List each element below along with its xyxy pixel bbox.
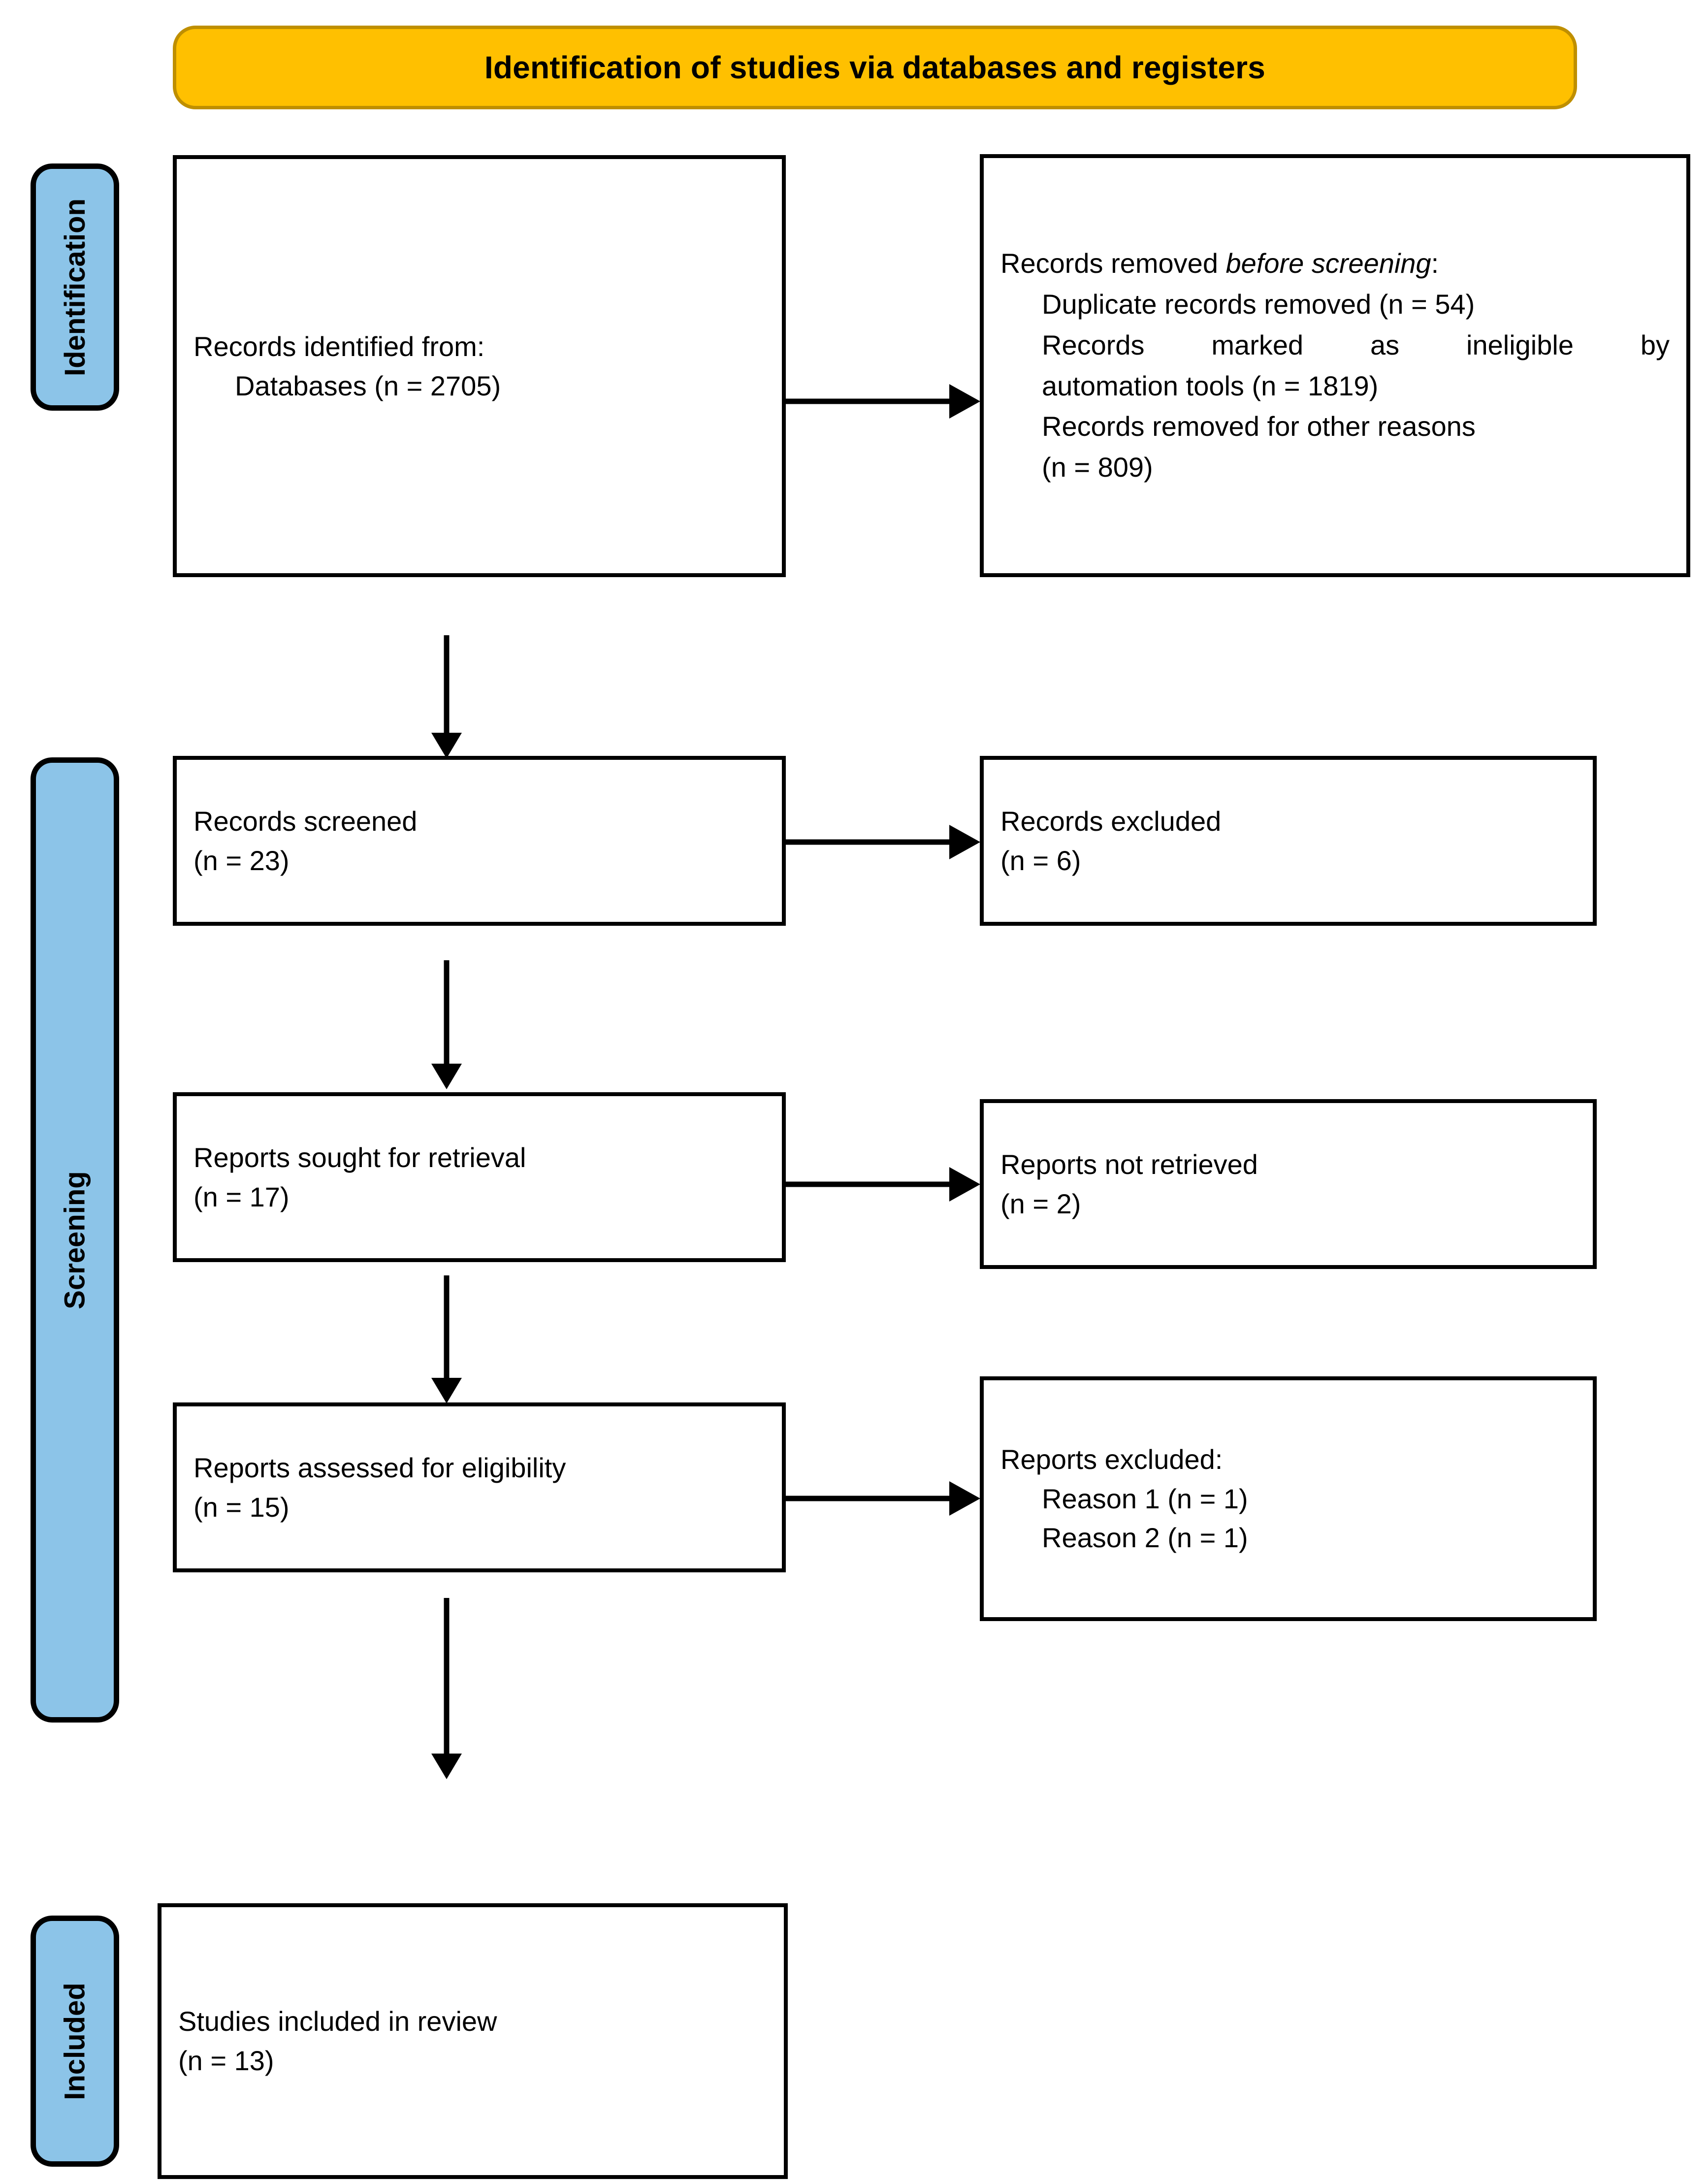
arrow-screened-to-excluded xyxy=(784,815,986,869)
arrow-sought-to-assessed xyxy=(429,1275,464,1406)
reports-sought-label: Reports sought for retrieval xyxy=(193,1141,526,1173)
reports-not-retrieved-label: Reports not retrieved xyxy=(1000,1148,1258,1180)
box-records-screened: Records screened (n = 23) xyxy=(173,756,786,926)
records-removed-item-ineligible-line-1: Records marked as ineligible by xyxy=(1042,329,1670,360)
records-excluded-label: Records excluded xyxy=(1000,805,1222,837)
records-removed-heading-emphasis: before screening xyxy=(1225,247,1431,279)
arrow-assessed-to-included xyxy=(429,1598,464,1783)
stage-tab-screening-label: Screening xyxy=(59,1171,91,1309)
stage-tab-screening: Screening xyxy=(31,757,119,1723)
box-records-removed-before-screening: Records removed before screening: Duplic… xyxy=(980,154,1690,577)
stage-tab-identification: Identification xyxy=(31,163,119,411)
diagram-header-banner: Identification of studies via databases … xyxy=(173,26,1577,109)
box-reports-assessed-for-eligibility: Reports assessed for eligibility (n = 15… xyxy=(173,1402,786,1572)
studies-included-count: (n = 13) xyxy=(178,2045,274,2076)
page-title: Identification of studies via databases … xyxy=(484,49,1266,85)
stage-tab-identification-label: Identification xyxy=(59,198,91,376)
reports-assessed-count: (n = 15) xyxy=(193,1491,290,1523)
records-removed-heading-pre: Records removed xyxy=(1000,247,1226,279)
records-screened-label: Records screened xyxy=(193,805,418,837)
stage-tab-included: Included xyxy=(31,1916,119,2167)
box-records-identified: Records identified from: Databases (n = … xyxy=(173,155,786,577)
records-removed-item-ineligible-line-2: automation tools (n = 1819) xyxy=(1042,370,1379,401)
box-reports-not-retrieved: Reports not retrieved (n = 2) xyxy=(980,1099,1597,1269)
arrow-identified-to-removed xyxy=(784,374,986,428)
studies-included-label: Studies included in review xyxy=(178,2006,497,2037)
records-identified-line-2: Databases (n = 2705) xyxy=(235,370,501,401)
records-identified-line-1: Records identified from: xyxy=(193,330,485,362)
records-removed-item-other-line-2: (n = 809) xyxy=(1042,452,1153,483)
box-reports-sought-for-retrieval: Reports sought for retrieval (n = 17) xyxy=(173,1092,786,1262)
reports-excluded-reason-1: Reason 1 (n = 1) xyxy=(1042,1483,1248,1514)
box-studies-included-in-review: Studies included in review (n = 13) xyxy=(158,1903,788,2179)
reports-excluded-reason-2: Reason 2 (n = 1) xyxy=(1042,1522,1248,1554)
records-removed-heading: Records removed before screening: xyxy=(1000,243,1670,284)
reports-not-retrieved-count: (n = 2) xyxy=(1000,1188,1081,1219)
reports-excluded-heading: Reports excluded: xyxy=(1000,1444,1223,1475)
stage-tab-included-label: Included xyxy=(59,1982,91,2100)
reports-assessed-label: Reports assessed for eligibility xyxy=(193,1452,566,1483)
records-removed-item-other-line-1: Records removed for other reasons xyxy=(1042,411,1476,442)
box-records-excluded: Records excluded (n = 6) xyxy=(980,756,1597,926)
records-excluded-count: (n = 6) xyxy=(1000,845,1081,876)
reports-sought-count: (n = 17) xyxy=(193,1181,290,1212)
box-reports-excluded: Reports excluded: Reason 1 (n = 1) Reaso… xyxy=(980,1376,1597,1621)
arrow-sought-to-not-retrieved xyxy=(784,1157,986,1211)
arrow-screened-to-sought xyxy=(429,960,464,1092)
arrow-identified-to-screened xyxy=(429,635,464,761)
arrow-assessed-to-reports-excluded xyxy=(784,1471,986,1526)
records-screened-count: (n = 23) xyxy=(193,845,290,876)
records-removed-heading-post: : xyxy=(1431,247,1439,279)
records-removed-item-duplicates: Duplicate records removed (n = 54) xyxy=(1042,288,1475,320)
